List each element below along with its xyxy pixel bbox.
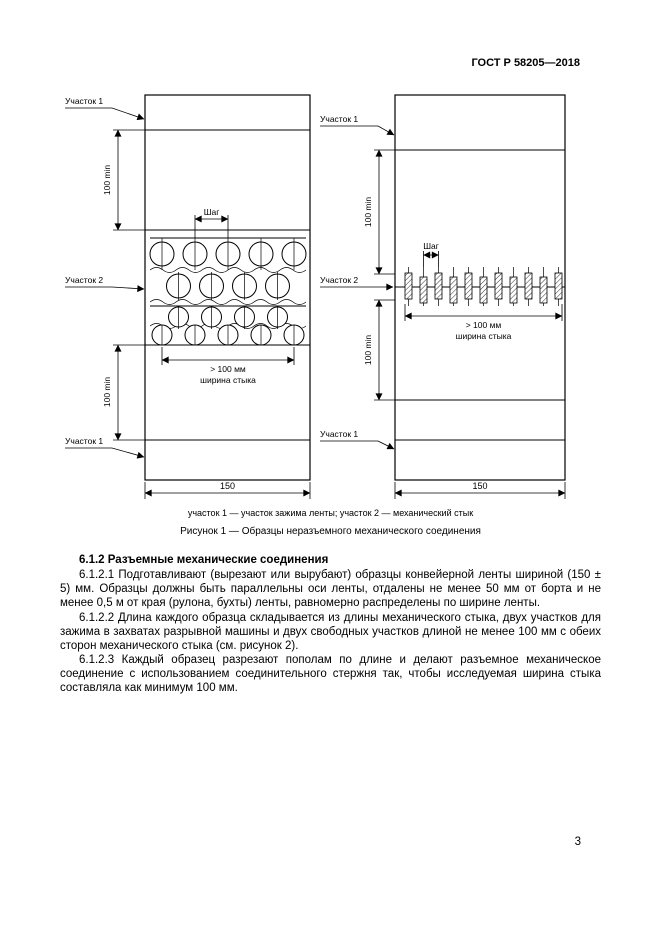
- dimension-100min-label: 100 min: [363, 335, 373, 366]
- joint-width-name-label: ширина стыка: [200, 375, 256, 385]
- fastener-row-2: [166, 272, 290, 300]
- body-text: 6.1.2 Разъемные механические соединения …: [60, 553, 601, 695]
- figure-1-drawing: 100 min 100 min Шаг > 100 мм ширина стык…: [65, 94, 566, 499]
- step-dimension-label: Шаг: [204, 207, 220, 217]
- left-vertical-dimensions: 100 min 100 min: [102, 129, 145, 441]
- right-joint-width-dimension: > 100 мм ширина стыка: [404, 304, 563, 341]
- joint-width-name-label: ширина стыка: [456, 331, 512, 341]
- dimension-150-label: 150: [220, 481, 235, 491]
- left-overall-width-dimension: 150: [144, 481, 311, 499]
- section1-bottom-label: Участок 1: [65, 436, 103, 446]
- joint-width-value-label: > 100 мм: [210, 364, 246, 374]
- right-vertical-dimensions: 100 min 100 min: [363, 149, 395, 401]
- section1-bottom-label: Участок 1: [320, 429, 358, 439]
- section2-label: Участок 2: [65, 275, 103, 285]
- dimension-150-label: 150: [472, 481, 487, 491]
- paragraph-6-1-2-2: 6.1.2.2 Длина каждого образца складывает…: [60, 611, 601, 652]
- section2-label: Участок 2: [320, 275, 358, 285]
- fastener-row-1: [149, 238, 307, 270]
- figure-caption: Рисунок 1 — Образцы неразъемного механич…: [180, 526, 481, 537]
- right-overall-width-dimension: 150: [394, 481, 566, 499]
- paragraph-6-1-2-1: 6.1.2.1 Подготавливают (вырезают или выр…: [60, 569, 601, 610]
- section-6-1-2-heading: 6.1.2 Разъемные механические соединения: [79, 554, 329, 566]
- dimension-100min-label: 100 min: [363, 197, 373, 228]
- right-specimen-drawing: 100 min 100 min Шаг > 100 мм ширина стык…: [320, 94, 566, 499]
- left-joint-width-dimension: > 100 мм ширина стыка: [161, 347, 295, 385]
- section1-top-label: Участок 1: [320, 114, 358, 124]
- left-mechanical-joint: [149, 237, 307, 346]
- left-specimen-drawing: 100 min 100 min Шаг > 100 мм ширина стык…: [65, 94, 311, 499]
- right-mechanical-joint: [404, 267, 563, 306]
- step-dimension-label: Шаг: [423, 241, 439, 251]
- section1-top-label: Участок 1: [65, 96, 103, 106]
- left-section-labels: Участок 1 Участок 2 Участок 1: [65, 96, 145, 459]
- joint-width-value-label: > 100 мм: [466, 320, 502, 330]
- right-section-labels: Участок 1 Участок 2 Участок 1: [320, 114, 395, 450]
- figure-legend: участок 1 — участок зажима ленты; участо…: [187, 508, 474, 518]
- dimension-100min-label: 100 min: [102, 165, 112, 196]
- belt-end-wavy-line: [149, 299, 307, 305]
- left-step-dimension: Шаг: [194, 207, 229, 238]
- fastener-row-3: [168, 306, 288, 329]
- fastener-row-4: [151, 324, 305, 346]
- left-specimen-outline: [144, 94, 311, 481]
- paragraph-6-1-2-3: 6.1.2.3 Каждый образец разрезают пополам…: [60, 653, 601, 695]
- document-code: ГОСТ Р 58205—2018: [471, 57, 580, 69]
- page-number: 3: [574, 836, 581, 848]
- right-step-dimension: Шаг: [423, 241, 439, 267]
- dimension-100min-label: 100 min: [102, 377, 112, 408]
